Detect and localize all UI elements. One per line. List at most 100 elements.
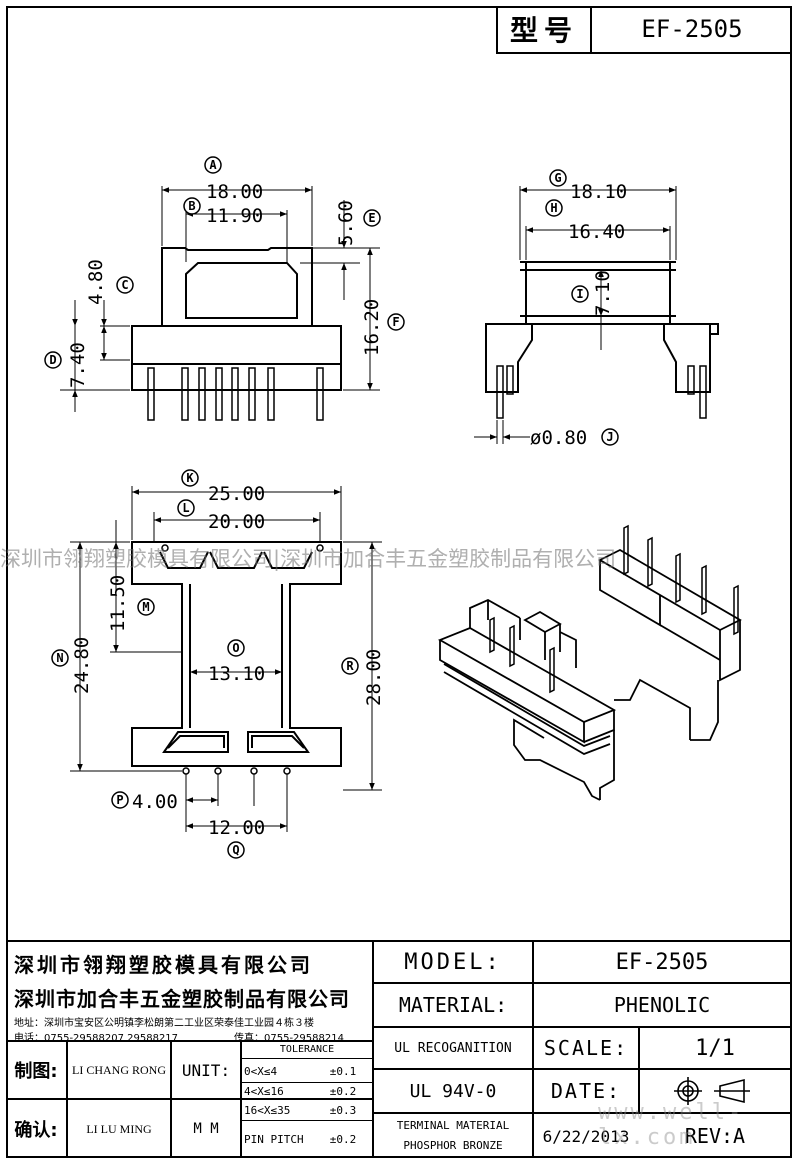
company-phone: 电话：0755-29588207 29588217 — [14, 1032, 179, 1044]
dim-b: 11.90 — [206, 205, 263, 227]
ref-g: G — [549, 169, 567, 187]
drawn-label: 制图: — [14, 1061, 58, 1082]
check-name: LI LU MING — [86, 1121, 152, 1136]
technical-drawing: 18.00 11.90 4.80 7.40 5.60 16.20 18.10 1… — [44, 156, 742, 859]
svg-text:M: M — [142, 600, 149, 614]
svg-text:D: D — [49, 353, 56, 367]
tolerance-title: TOLERANCE — [279, 1044, 335, 1055]
tolerance-range-4: PIN PITCH — [244, 1132, 304, 1146]
check-label: 确认: — [14, 1120, 58, 1141]
ref-i: I — [571, 285, 589, 303]
scale-label: SCALE: — [543, 1036, 629, 1060]
svg-text:A: A — [209, 158, 217, 172]
dim-h: 16.40 — [568, 221, 625, 243]
drawing-frame — [6, 6, 792, 1158]
svg-text:P: P — [116, 793, 123, 807]
tolerance-value-2: ±0.2 — [329, 1084, 357, 1098]
ref-n: N — [51, 649, 69, 667]
dim-a: 18.00 — [206, 181, 263, 203]
header-box: 型号 EF-2505 — [496, 6, 792, 54]
material-label: MATERIAL: — [398, 993, 508, 1017]
top-view — [60, 186, 380, 421]
dim-l: 20.00 — [208, 511, 265, 533]
svg-text:G: G — [554, 171, 561, 185]
svg-text:N: N — [56, 651, 63, 665]
dim-e: 5.60 — [335, 200, 357, 246]
dim-r: 28.00 — [363, 649, 385, 706]
tolerance-value-1: ±0.1 — [329, 1064, 357, 1078]
svg-text:R: R — [346, 659, 354, 673]
svg-text:L: L — [182, 501, 189, 515]
dim-o: 13.10 — [208, 663, 265, 685]
ul-value: UL 94V-0 — [409, 1080, 497, 1102]
ref-r: R — [341, 657, 359, 675]
terminal-label: TERMINAL MATERIAL — [396, 1118, 510, 1132]
tolerance-range-1: 0<X≤4 — [244, 1064, 278, 1078]
ref-j: J — [601, 428, 619, 446]
dim-f: 16.20 — [361, 299, 383, 356]
model-value: EF-2505 — [615, 949, 709, 975]
iso-view — [437, 524, 742, 801]
svg-text:B: B — [188, 199, 195, 213]
dim-n: 24.80 — [71, 637, 93, 694]
unit-label: UNIT: — [181, 1060, 231, 1080]
dim-g: 18.10 — [570, 181, 627, 203]
svg-text:E: E — [368, 211, 375, 225]
material-value: PHENOLIC — [613, 993, 711, 1017]
unit-value: M M — [193, 1121, 219, 1137]
side-view — [474, 186, 719, 444]
ref-o: O — [227, 639, 245, 657]
ref-k: K — [181, 469, 199, 487]
dim-q: 12.00 — [208, 817, 265, 839]
header-model: EF-2505 — [641, 15, 743, 43]
svg-text:O: O — [232, 641, 239, 655]
svg-text:Q: Q — [232, 843, 239, 857]
company-name-1: 深圳市翎翔塑胶模具有限公司 — [14, 952, 313, 977]
svg-text:F: F — [392, 315, 399, 329]
company-fax: 传真：0755-29588214 — [234, 1032, 344, 1044]
header-label: 型号 — [498, 6, 592, 52]
ul-label: UL RECOGANITION — [394, 1040, 512, 1056]
company-name-2: 深圳市加合丰五金塑胶制品有限公司 — [14, 986, 350, 1011]
ref-b: B — [183, 197, 201, 215]
svg-text:J: J — [606, 430, 613, 444]
drawn-name: LI CHANG RONG — [72, 1062, 166, 1077]
ref-f: F — [387, 313, 405, 331]
dim-p: 4.00 — [132, 791, 178, 813]
dimension-labels: 18.00 11.90 4.80 7.40 5.60 16.20 18.10 1… — [67, 181, 627, 839]
svg-text:H: H — [550, 201, 557, 215]
title-block: 深圳市翎翔塑胶模具有限公司 深圳市加合丰五金塑胶制品有限公司 地址：深圳市宝安区… — [6, 940, 792, 1158]
date-value: 6/22/2013 — [542, 1126, 630, 1146]
tolerance-value-3: ±0.3 — [329, 1103, 357, 1117]
dim-m: 11.50 — [107, 575, 129, 632]
dim-i: 7.10 — [592, 270, 614, 316]
reference-letters: A B C D E F G H I J K L M N O R P Q — [44, 156, 619, 859]
svg-text:I: I — [576, 287, 583, 301]
watermark-site: www.well-lx.com — [598, 1100, 745, 1150]
ref-l: L — [177, 499, 195, 517]
svg-text:C: C — [121, 278, 128, 292]
scale-value: 1/1 — [695, 1035, 735, 1061]
ref-d: D — [44, 351, 62, 369]
dim-d: 7.40 — [67, 342, 89, 388]
watermark: 深圳市翎翔塑胶模具有限公司|深圳市加合丰五金塑胶制品有限公司 — [0, 547, 617, 571]
bottom-view — [70, 486, 382, 832]
ref-p: P — [111, 791, 129, 809]
ref-e: E — [363, 209, 381, 227]
tolerance-range-3: 16<X≤35 — [244, 1103, 291, 1117]
dim-c: 4.80 — [85, 259, 107, 305]
svg-text:K: K — [186, 471, 194, 485]
tolerance-range-2: 4<X≤16 — [244, 1084, 284, 1098]
date-label: DATE: — [550, 1079, 622, 1103]
projection-symbol — [640, 1070, 790, 1112]
ref-a: A — [204, 156, 222, 174]
ref-h: H — [545, 199, 563, 217]
dim-j: ø0.80 — [530, 427, 587, 449]
third-angle-projection-icon — [674, 1077, 750, 1105]
ref-q: Q — [227, 841, 245, 859]
dim-k: 25.00 — [208, 483, 265, 505]
model-label: MODEL: — [404, 949, 502, 975]
tolerance-value-4: ±0.2 — [329, 1132, 357, 1146]
company-address: 地址：深圳市宝安区公明镇李松朗第二工业区荣泰佳工业园４栋３楼 — [14, 1017, 314, 1029]
terminal-value: PHOSPHOR BRONZE — [403, 1138, 503, 1152]
